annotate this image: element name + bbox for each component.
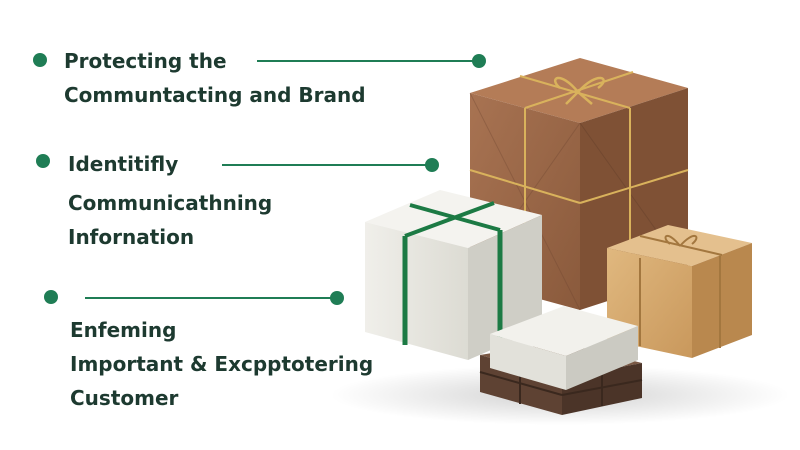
point-3-line-1: Enfeming: [70, 318, 177, 342]
point-2-label: Identitifly Communicathning Infornation: [68, 147, 272, 254]
connector-end-dot-icon: [425, 158, 439, 172]
point-1-label: Protecting the Communtacting and Brand: [64, 44, 366, 112]
point-1-line-2: Communtacting and Brand: [64, 83, 366, 107]
bullet-dot-icon: [33, 53, 47, 67]
connector-end-dot-icon: [330, 291, 344, 305]
point-3-line-3: Customer: [70, 386, 179, 410]
point-3-label: Enfeming Important & Excpptotering Custo…: [70, 313, 373, 415]
point-2-line-3: Infornation: [68, 225, 195, 249]
pallet-icon: [479, 306, 643, 415]
point-2-line-1: Identitifly: [68, 152, 179, 176]
bullet-dot-icon: [44, 290, 58, 304]
connector-line-2: [222, 164, 432, 166]
connector-line-1: [257, 60, 479, 62]
connector-line-3: [85, 297, 337, 299]
bullet-dot-icon: [36, 154, 50, 168]
point-2-line-2: Communicathning: [68, 191, 273, 215]
connector-end-dot-icon: [472, 54, 486, 68]
point-3-line-2: Important & Excpptotering: [70, 352, 374, 376]
point-1-line-1: Protecting the: [64, 49, 227, 73]
